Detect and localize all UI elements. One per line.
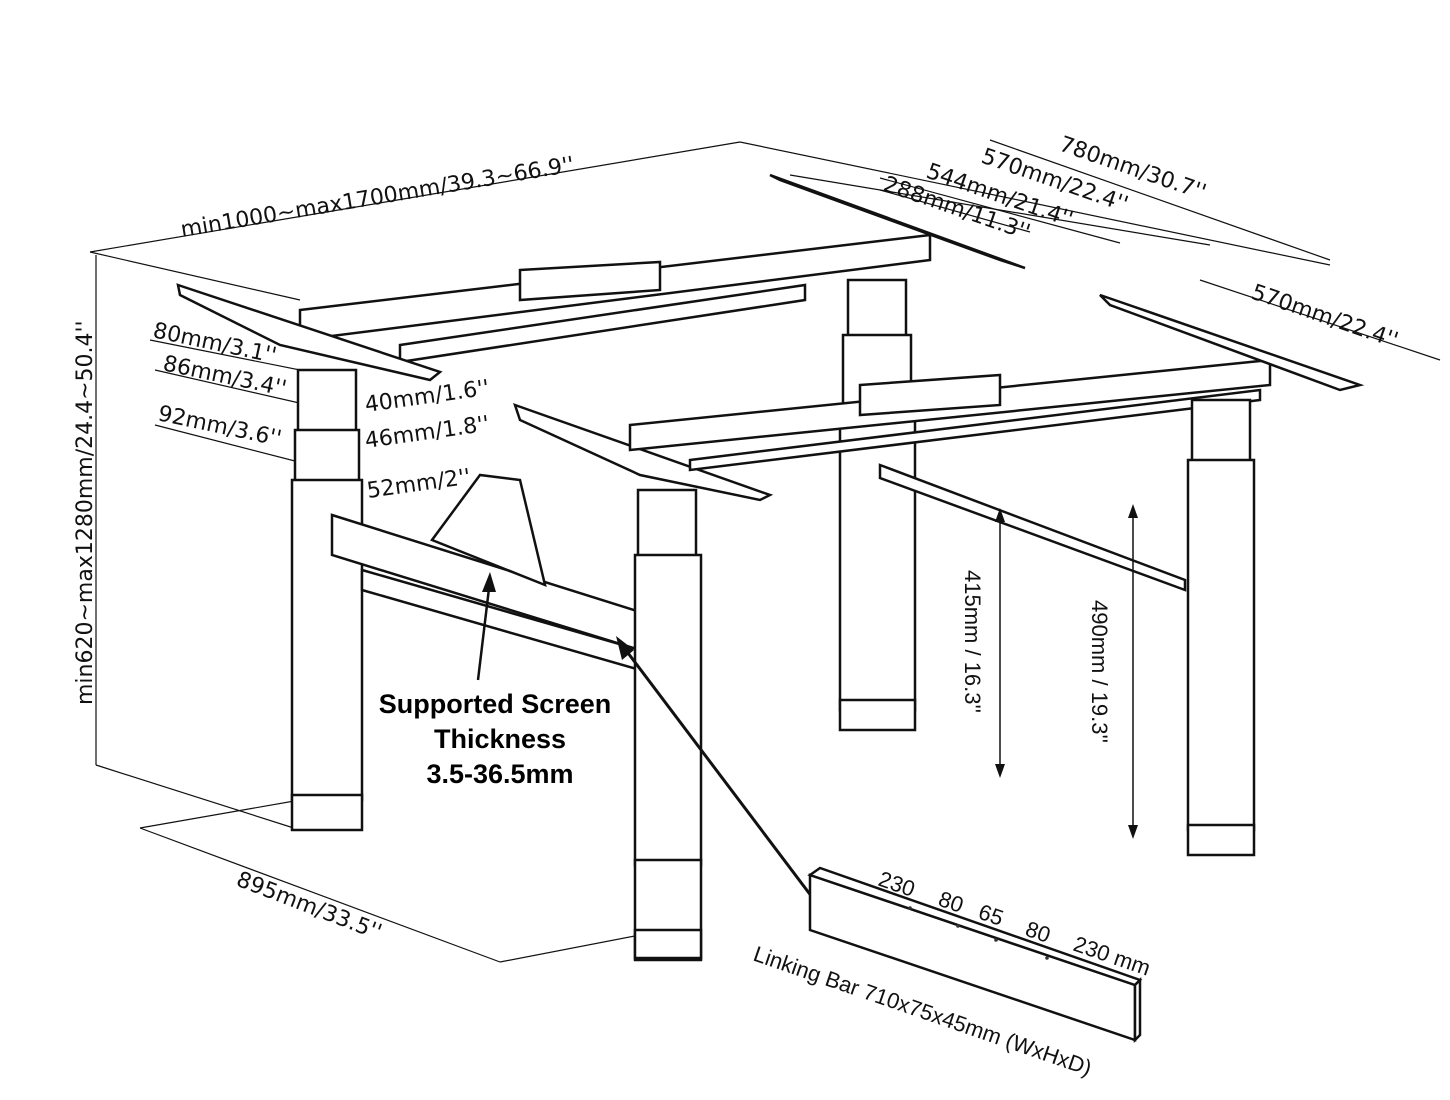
front-middle-leg xyxy=(633,488,703,962)
column-46-label: 46mm/1.8'' xyxy=(363,412,491,454)
foot-570-right-label: 570mm/22.4'' xyxy=(1248,280,1401,354)
front-foot-plate xyxy=(513,402,774,502)
clearance-415-label: 415mm / 16.3'' xyxy=(960,570,985,713)
height-range-label: min620~max1280mm/24.4~50.4'' xyxy=(73,320,98,705)
column-40-label: 40mm/1.6'' xyxy=(363,376,491,418)
callout-line-2: Thickness xyxy=(434,724,566,754)
column-52-label: 52mm/2'' xyxy=(365,465,472,504)
depth-780-line xyxy=(989,139,1331,261)
back-frame xyxy=(298,173,1026,364)
crossbar xyxy=(330,473,642,672)
callout-line-3: 3.5-36.5mm xyxy=(426,759,573,789)
column-92-label: 92mm/3.6'' xyxy=(156,401,284,452)
left-foot-plate xyxy=(176,283,443,382)
right-foot-plate xyxy=(1099,293,1365,392)
left-leg xyxy=(290,368,364,832)
right-leg xyxy=(1186,398,1256,857)
base-895-label: 895mm/33.5'' xyxy=(233,867,385,945)
motor-box xyxy=(518,260,662,302)
callout-line-1: Supported Screen xyxy=(379,689,612,719)
frame-width-label: min1000~max1700mm/39.3~66.9'' xyxy=(179,152,576,242)
clearance-490-label: 490mm / 19.3'' xyxy=(1087,600,1112,743)
callout-arrows xyxy=(476,572,820,906)
clearance-arrows xyxy=(995,504,1138,839)
base-895-line xyxy=(139,827,501,963)
width-dimension-line xyxy=(89,141,741,253)
back-right-leg xyxy=(838,278,917,732)
linking-bar xyxy=(807,866,1143,1044)
front-frame xyxy=(628,293,1365,592)
